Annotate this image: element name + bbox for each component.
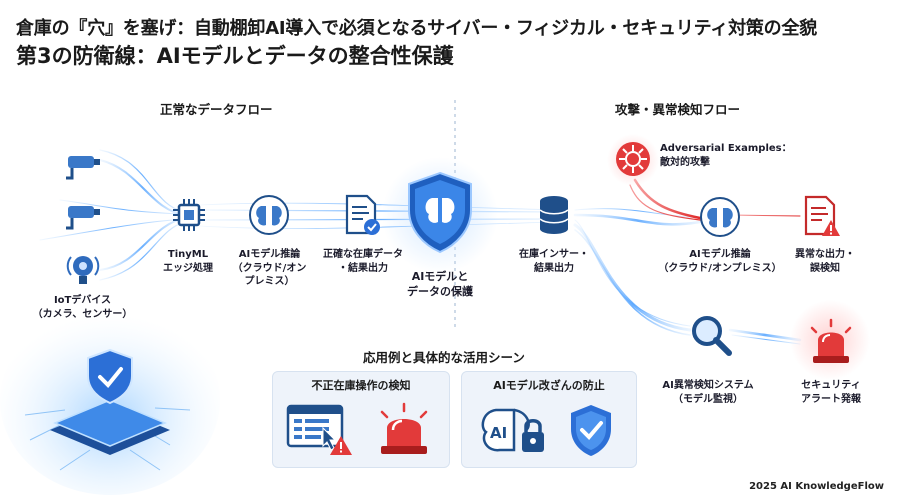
- virus-attack-icon: [616, 142, 650, 176]
- shield-check-icon: [571, 405, 611, 456]
- secure-chip-icon: [24, 348, 191, 471]
- camera-icon-2: [66, 206, 100, 230]
- use-cases-heading: 応用例と具体的な活用シーン: [363, 350, 525, 365]
- alarm-siren-icon: [810, 318, 852, 363]
- ai-chip-text: AI: [490, 424, 507, 442]
- siren-icon: [380, 402, 428, 454]
- chip-icon: [173, 199, 205, 231]
- anomaly-detection-label: AI異常検知システム （モデル監視）: [662, 380, 754, 405]
- shield-label: AIモデルと データの保護: [407, 270, 473, 298]
- accurate-output-label: 正確な在庫データ ・結果出力: [323, 249, 403, 274]
- attack-inference-label: AIモデル推論 （クラウド/オンプレミス）: [658, 249, 782, 274]
- attack-brain-icon: [700, 197, 740, 237]
- security-alert-label: セキュリティ アラート発報: [801, 380, 861, 405]
- magnifier-icon: [692, 316, 732, 356]
- inference-label: AIモデル推論 （クラウド/オン プレミス）: [232, 249, 307, 287]
- sensor-icon: [66, 256, 100, 284]
- main-title: 倉庫の『穴』を塞げ：自動棚卸AI導入で必須となるサイバー・フィジカル・セキュリテ…: [16, 18, 818, 39]
- use-case-panel-tamper: AIモデル改ざんの防止 AI: [461, 371, 637, 468]
- subtitle: 第3の防衛線：AIモデルとデータの整合性保護: [16, 44, 454, 68]
- footer-credit: 2025 AI KnowledgeFlow: [749, 481, 884, 492]
- adversarial-label: Adversarial Examples： 敵対的攻撃: [660, 143, 792, 168]
- camera-icon: [66, 156, 100, 180]
- shield-brain-icon: [408, 171, 472, 254]
- use-case-panel-fraud: 不正在庫操作の検知: [272, 371, 450, 468]
- document-warning-icon: [804, 195, 840, 236]
- abnormal-output-label: 異常な出力・ 誤検知: [795, 249, 855, 274]
- panel-fraud-title: 不正在庫操作の検知: [311, 379, 411, 392]
- ai-lock-icon: AI: [481, 408, 544, 452]
- tinyml-label: TinyML エッジ処理: [163, 249, 213, 274]
- insight-output-label: 在庫インサー・ 結果出力: [519, 249, 589, 274]
- database-icon: [539, 196, 569, 234]
- browser-cursor-icon: [286, 404, 352, 455]
- iot-devices-label: IoTデバイス （カメラ、センサー）: [32, 295, 133, 320]
- brain-icon: [249, 195, 289, 235]
- normal-flow-heading: 正常なデータフロー: [160, 102, 273, 117]
- document-check-icon: [345, 194, 380, 235]
- attack-flow-heading: 攻撃・異常検知フロー: [615, 102, 741, 117]
- panel-tamper-title: AIモデル改ざんの防止: [493, 379, 605, 392]
